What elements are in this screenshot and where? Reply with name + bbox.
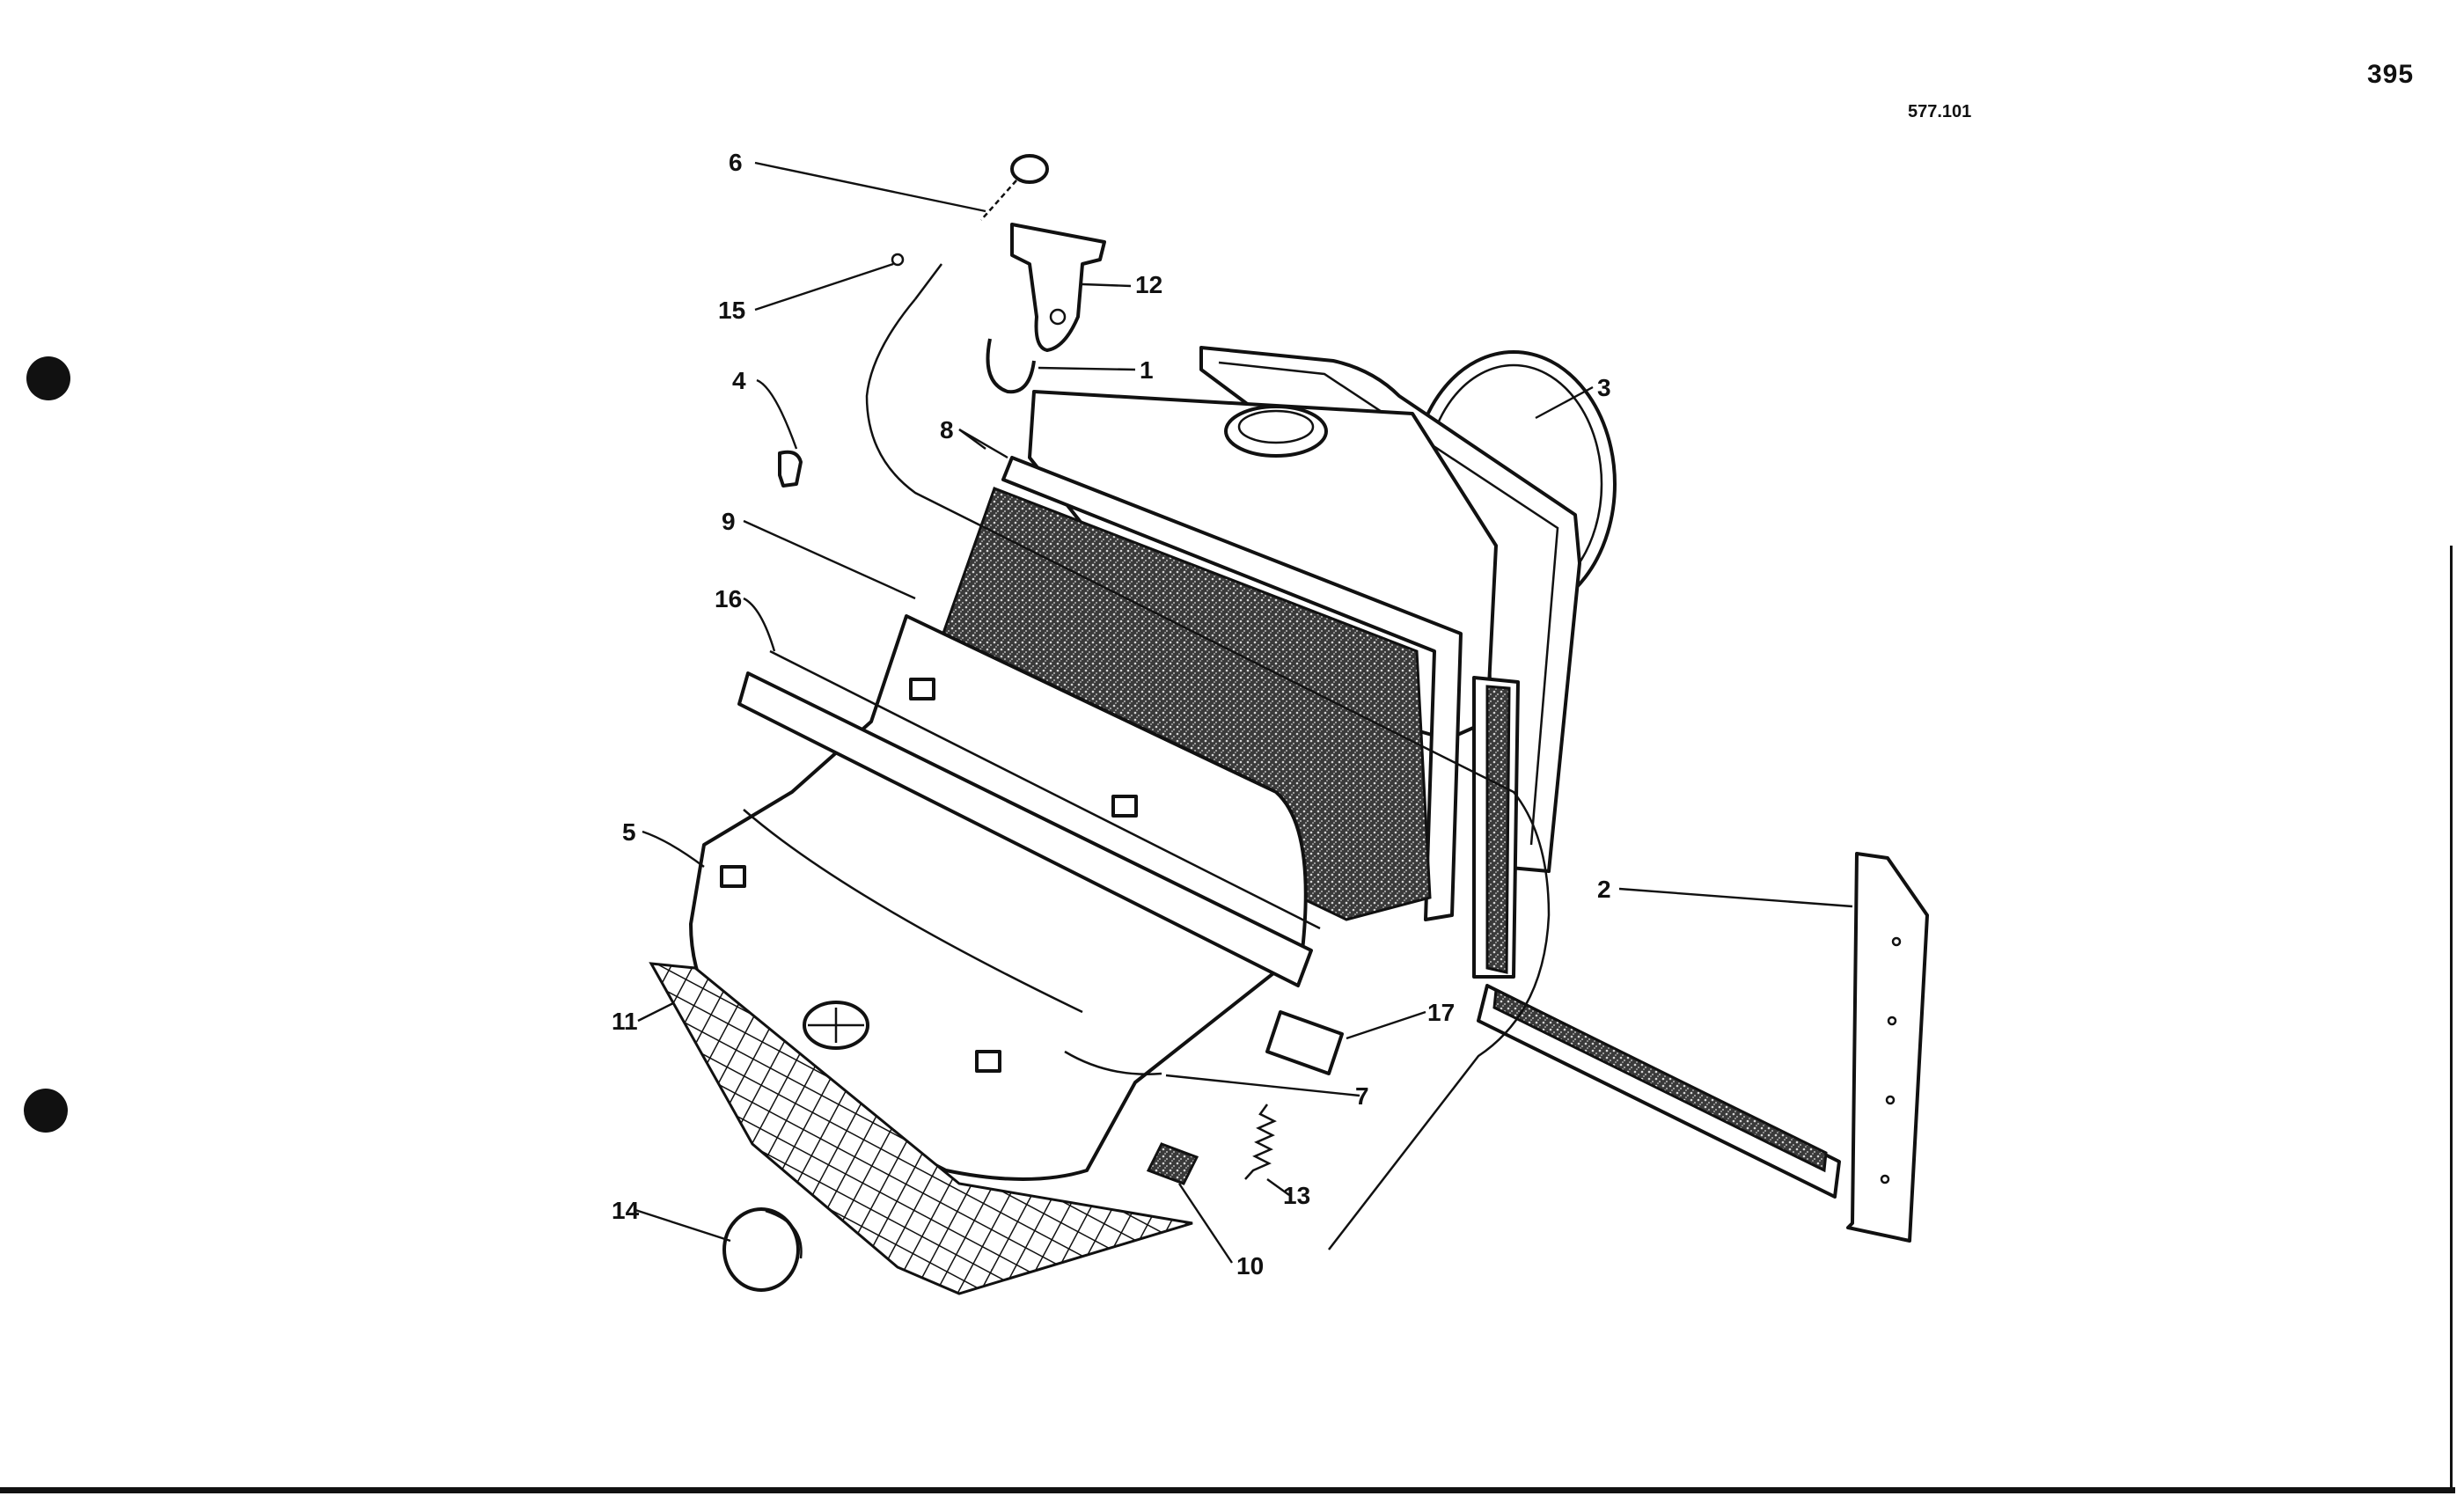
callout-7: 7 [1355,1082,1369,1110]
plug-cap-icon [722,1207,803,1292]
callout-1: 1 [1140,356,1154,384]
callout-6: 6 [729,149,743,176]
mounting-bracket-icon [1477,852,1929,1243]
callout-5: 5 [622,818,636,846]
callout-14: 14 [612,1197,640,1224]
rail-icon [737,649,1321,987]
callout-17: 17 [1427,999,1455,1026]
callout-labels: 6 15 4 12 1 8 9 16 5 11 3 2 17 7 13 10 1… [612,149,1611,1280]
callout-13: 13 [1283,1182,1310,1209]
callout-12: 12 [1135,271,1162,298]
leader-lines [634,161,1853,1264]
callout-11: 11 [612,1008,638,1035]
page-right-rule [2450,546,2453,1492]
mesh-filter-icon [649,962,1193,1295]
clip-icon [778,450,803,488]
callout-4: 4 [732,367,746,394]
callout-8: 8 [940,416,954,444]
bracket-hole [1049,308,1067,326]
callout-9: 9 [722,508,736,535]
cable-clip-icon [865,253,1551,1250]
bracket-icon [1010,223,1106,352]
callout-16: 16 [715,585,742,612]
strip-icon [1146,1142,1199,1185]
callout-15: 15 [718,297,745,324]
punch-hole-upper [26,356,70,400]
punch-hole-lower [24,1089,68,1133]
hook-icon [986,338,1036,394]
callout-10: 10 [1236,1252,1264,1280]
page-number: 395 [2367,60,2415,89]
pad-icon [1265,1010,1344,1075]
cap-chain-icon [980,154,1049,221]
spring-icon [1244,1104,1277,1180]
callout-3: 3 [1597,374,1611,401]
gasket-icon [913,456,1520,979]
page-bottom-rule [0,1487,2455,1493]
cable-end-icon [1064,1050,1162,1075]
callout-2: 2 [1597,876,1611,903]
drawing-number: 577.101 [1908,102,1972,121]
